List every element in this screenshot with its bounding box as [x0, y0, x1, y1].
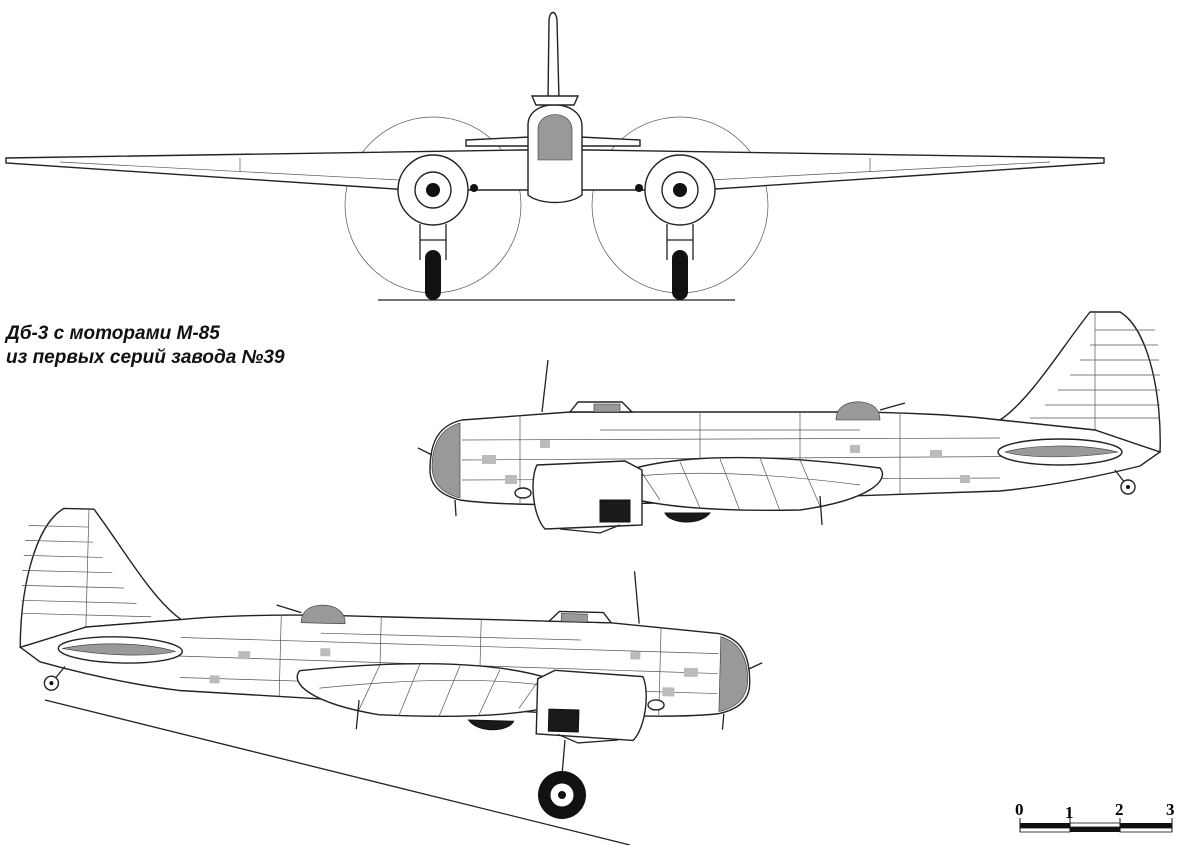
side-view-left: [17, 506, 767, 749]
scale-label-3: 3: [1166, 800, 1175, 819]
drawing-caption: Дб-3 с моторами М-85 из первых серий зав…: [6, 322, 285, 370]
front-view: [5, 11, 1105, 301]
scale-bar: [1019, 818, 1173, 833]
scale-label-2: 2: [1115, 800, 1124, 819]
scale-label-0: 0: [1015, 800, 1024, 819]
side-view-right: [417, 311, 1161, 534]
caption-line-2: из первых серий завода №39: [6, 347, 285, 368]
side-view-left-landing-gear: [44, 699, 631, 845]
scale-label-1: 1: [1065, 803, 1074, 822]
caption-line-1: Дб-3 с моторами М-85: [6, 323, 220, 344]
